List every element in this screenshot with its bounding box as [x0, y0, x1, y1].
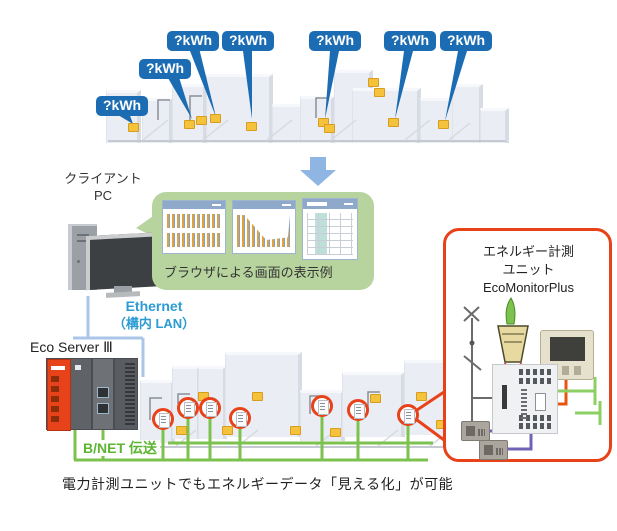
- client-pc-label-line2: PC: [93, 188, 113, 203]
- kwh-label-tails: [118, 48, 467, 124]
- plc-cpu-module: [47, 359, 71, 431]
- power-meter: [128, 123, 139, 132]
- measurement-sensor: [461, 421, 490, 441]
- building: [352, 88, 421, 143]
- kwh-callout-label: ?kWh: [96, 96, 149, 116]
- bottom-caption: 電力計測ユニットでもエネルギーデータ「見える化」が可能: [62, 476, 454, 492]
- power-meter: [374, 88, 385, 97]
- power-meter: [416, 392, 427, 401]
- plc-module: [71, 359, 91, 429]
- callout-pointer-lines: [416, 390, 445, 442]
- pc-monitor-stand: [114, 286, 132, 293]
- power-meter: [222, 426, 233, 435]
- ecomonitorplus-title-line3: EcoMonitorPlus: [482, 280, 575, 295]
- ethernet-line: [73, 296, 145, 377]
- kwh-label-text: ?kWh: [103, 97, 142, 113]
- client-pc-label: クライアント PC: [55, 170, 151, 204]
- ecomonitor-unit-marker: [347, 399, 369, 421]
- bnet-label: B/NET 伝送: [80, 440, 160, 456]
- down-arrow-icon: [300, 157, 336, 186]
- kwh-label-text: ?kWh: [229, 32, 268, 48]
- power-meter: [176, 426, 187, 435]
- driveway-lines-top: [142, 119, 471, 141]
- kwh-callout-label: ?kWh: [440, 31, 493, 51]
- building: [480, 108, 509, 143]
- ecomonitor-unit-marker: [199, 397, 221, 419]
- ecomonitor-unit-marker: [177, 397, 199, 419]
- kwh-label-text: ?kWh: [316, 32, 355, 48]
- power-meter: [330, 428, 341, 437]
- browser-thumbnail-table: [302, 198, 358, 260]
- browser-titlebar: [163, 201, 225, 209]
- client-pc-label-line1: クライアント: [64, 171, 142, 186]
- ethernet-label-line2: （構内 LAN）: [112, 316, 196, 331]
- kwh-label-text: ?kWh: [447, 32, 486, 48]
- ecomonitor-unit-marker: [152, 408, 174, 430]
- mini-bar-chart: [167, 233, 220, 247]
- ethernet-label: Ethernet （構内 LAN）: [96, 298, 212, 332]
- browser-titlebar: [303, 199, 357, 209]
- power-meter: [368, 78, 379, 87]
- power-circuit-symbol: [463, 306, 492, 421]
- ethernet-label-line1: Ethernet: [125, 298, 183, 314]
- ecomonitor-unit-marker: [397, 404, 419, 426]
- ecomonitor-unit-marker: [229, 407, 251, 429]
- browser-thumbnail-dual-bar-chart: [162, 200, 226, 254]
- display-wire-orange: [556, 379, 568, 406]
- kwh-label-text: ?kWh: [174, 32, 213, 48]
- plc-network-module: [93, 359, 113, 429]
- power-meter: [370, 394, 381, 403]
- power-meter: [246, 122, 257, 131]
- power-meter: [184, 120, 195, 129]
- browser-titlebar: [233, 201, 295, 209]
- kwh-callout-label: ?kWh: [139, 59, 192, 79]
- kwh-callout-label: ?kWh: [384, 31, 437, 51]
- mini-bar-chart: [167, 214, 220, 228]
- power-meter: [252, 392, 263, 401]
- power-meter: [324, 124, 335, 133]
- power-meter: [290, 426, 301, 435]
- ecomonitorplus-title-line2: ユニット: [502, 262, 555, 277]
- power-meter: [196, 116, 207, 125]
- browser-example-caption: ブラウザによる画面の表示例: [164, 265, 333, 280]
- ecomonitorplus-title-line1: エネルギー計測: [482, 244, 574, 259]
- kwh-callout-label: ?kWh: [309, 31, 362, 51]
- ecomonitorplus-main-unit: [492, 364, 558, 434]
- kwh-callout-label: ?kWh: [167, 31, 220, 51]
- ecomonitor-unit-marker: [311, 395, 333, 417]
- eco-server-label: Eco Server Ⅲ: [30, 339, 113, 355]
- measurement-sensor: [479, 440, 508, 460]
- kwh-label-text: ?kWh: [391, 32, 430, 48]
- plc-module: [115, 359, 137, 429]
- ct-clamp-sensor: [497, 297, 529, 372]
- kwh-label-text: ?kWh: [146, 60, 185, 76]
- power-meter: [388, 118, 399, 127]
- bnet-line: [73, 416, 433, 462]
- power-meter: [210, 114, 221, 123]
- power-meter: [438, 120, 449, 129]
- eco-server-device: [46, 358, 138, 431]
- building: [206, 74, 273, 143]
- kwh-callout-label: ?kWh: [222, 31, 275, 51]
- ecomonitor-display-unit: [540, 330, 594, 380]
- bnet-wires-green: [556, 377, 602, 425]
- power-meter: [318, 118, 329, 127]
- mini-table-grid: [307, 213, 353, 255]
- browser-thumbnail-bar-chart: [232, 200, 296, 254]
- ecomonitorplus-title: エネルギー計測 ユニット EcoMonitorPlus: [451, 243, 606, 297]
